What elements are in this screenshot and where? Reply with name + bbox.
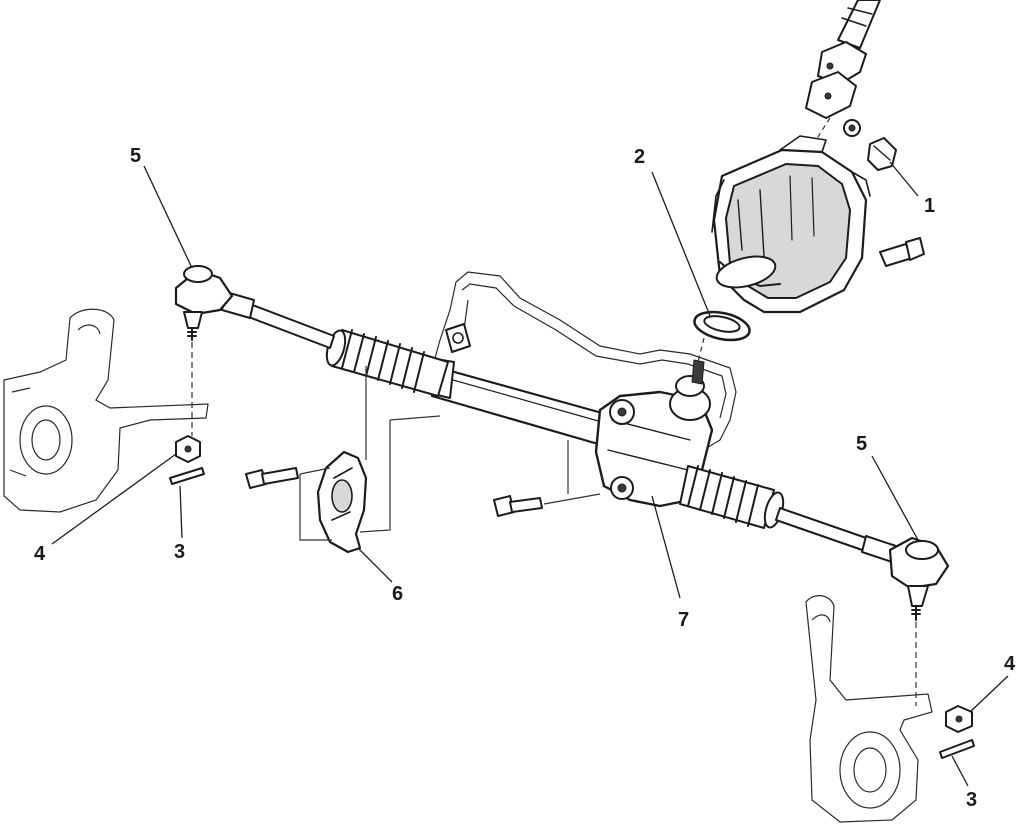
callout-1: 1 [924, 195, 935, 217]
right-castle-nut [945, 705, 973, 733]
callout-4-left: 4 [34, 543, 46, 565]
left-rack-gaiter [325, 329, 449, 397]
steering-intermediate-shaft [805, 0, 881, 119]
steering-gear-dust-boot [711, 135, 871, 314]
right-tie-rod [775, 507, 897, 563]
callout-3-right: 3 [966, 789, 977, 811]
right-rack-gaiter [679, 465, 785, 529]
left-tie-rod [221, 291, 335, 349]
callout-7: 7 [678, 609, 689, 631]
callout-4-right: 4 [1004, 653, 1016, 675]
right-cotter-pin [939, 739, 975, 759]
right-steering-knuckle [805, 595, 933, 823]
left-tie-rod-end [174, 265, 234, 341]
callout-labels: 1 2 3 3 4 4 5 5 6 7 [34, 145, 1016, 811]
callout-3-left: 3 [174, 541, 185, 563]
callout-leaders [51, 161, 1009, 787]
clamp-bolts [245, 467, 543, 517]
rack-housing [423, 323, 622, 450]
callout-2: 2 [634, 146, 645, 168]
rack-mounting-clamp [316, 450, 368, 554]
right-tie-rod-end [888, 536, 950, 621]
left-cotter-pin [169, 467, 205, 485]
left-steering-knuckle [3, 308, 209, 513]
callout-5-left: 5 [130, 145, 141, 167]
boot-bolts [843, 119, 925, 267]
callout-5-right: 5 [856, 433, 867, 455]
assembly-guide-lines [191, 117, 917, 706]
left-castle-nut [175, 435, 201, 463]
mounting-bracket-outline [433, 271, 737, 453]
steering-gear-housing [594, 359, 714, 508]
pinion-seal-ring [693, 310, 751, 342]
callout-6: 6 [392, 583, 403, 605]
